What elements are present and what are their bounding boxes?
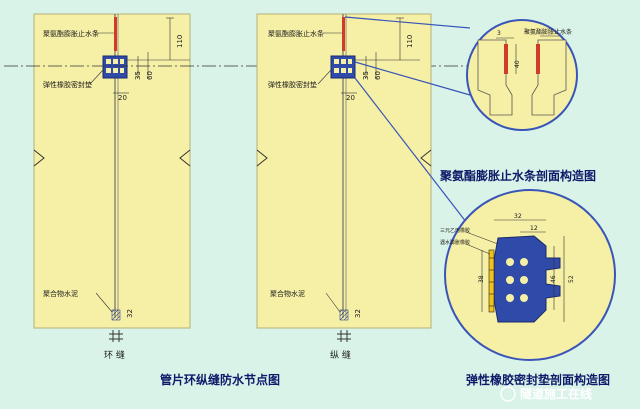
expansion-strip-long (342, 17, 345, 51)
joint-symbol-ring (109, 330, 123, 342)
expansion-strip (114, 17, 117, 51)
dim-3: 3 (497, 30, 501, 37)
caption-strip-section: 聚氨酯膨胀止水条剖面构造图 (439, 168, 596, 183)
polymer-mortar (111, 309, 121, 321)
break-mark-right (179, 149, 191, 167)
label-seal-gasket-long: 弹性橡胶密封垫 (268, 80, 317, 89)
label-ring-joint: 环 缝 (104, 349, 125, 361)
label-polymer-mortar: 聚合物水泥 (43, 289, 78, 298)
dim-35-long: 35 (362, 71, 370, 80)
gasket-section-detail: 32 12 52 46 38 三元乙丙橡胶 遇水膨胀橡胶 (440, 189, 616, 361)
watermark-text: 隧道施工在线 (520, 386, 592, 401)
break-mark-left (33, 149, 45, 167)
label-long-joint: 纵 缝 (330, 349, 351, 361)
dim-12-gasket: 12 (530, 225, 538, 232)
leader-to-gasket-detail (354, 77, 481, 241)
ring-joint-panel: 110 35 60 20 32 聚氨酯膨胀止水条 弹性橡胶密封垫 聚合物水泥 (33, 13, 191, 329)
dim-110: 110 (176, 35, 184, 48)
dim-35: 35 (134, 71, 142, 80)
dim-110-long: 110 (406, 35, 414, 48)
leader-to-strip-detail (344, 16, 471, 29)
strip-section-detail: 3 40 聚氨酯膨胀止水条 (466, 19, 578, 131)
label-strip-detail: 聚氨酯膨胀止水条 (524, 28, 572, 36)
long-joint-panel: 110 35 60 20 32 聚氨酯膨胀止水条 弹性橡胶密封垫 聚合物水泥 (256, 13, 432, 329)
dim-40: 40 (514, 60, 521, 68)
dim-20-long: 20 (346, 94, 355, 102)
label-gasket-epdm: 三元乙丙橡胶 (440, 227, 470, 234)
label-seal-strip-long: 聚氨酯膨胀止水条 (268, 29, 324, 38)
dim-32-gasket: 32 (514, 213, 522, 220)
dim-32-long: 32 (354, 309, 362, 318)
dim-20: 20 (118, 94, 127, 102)
watermark: 隧道施工在线 (500, 386, 592, 402)
dim-60: 60 (146, 71, 154, 80)
dim-60-long: 60 (374, 71, 382, 80)
dim-38-gasket: 38 (478, 275, 485, 283)
label-seal-gasket: 弹性橡胶密封垫 (43, 80, 92, 89)
dim-32: 32 (126, 309, 134, 318)
dim-52-gasket: 52 (568, 275, 575, 283)
joint-symbol-long (337, 330, 351, 342)
wechat-icon (500, 386, 516, 402)
caption-main: 管片环纵缝防水节点图 (160, 372, 280, 387)
label-polymer-mortar-long: 聚合物水泥 (270, 289, 305, 298)
label-seal-strip: 聚氨酯膨胀止水条 (43, 29, 99, 38)
label-gasket-strip: 遇水膨胀橡胶 (440, 239, 470, 246)
dim-46-gasket: 46 (550, 275, 557, 283)
caption-gasket-section: 弹性橡胶密封垫剖面构造图 (466, 372, 610, 387)
polymer-mortar-long (339, 309, 349, 321)
